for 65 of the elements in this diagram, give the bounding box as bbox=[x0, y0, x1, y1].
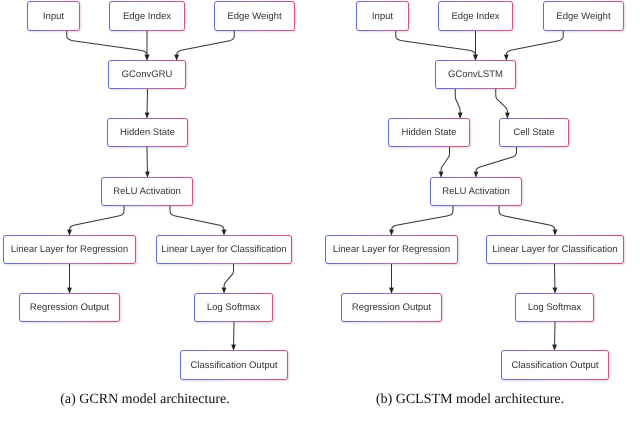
process-box bbox=[486, 235, 624, 264]
process-box bbox=[156, 235, 292, 264]
node-label: Classification Output bbox=[511, 360, 599, 370]
process-box bbox=[19, 293, 120, 322]
process-box bbox=[109, 1, 185, 31]
node-label: Linear Layer for Classification bbox=[492, 244, 618, 255]
arrow bbox=[389, 206, 454, 236]
node-label: Log Softmax bbox=[206, 302, 260, 313]
process-box bbox=[27, 1, 80, 31]
arrow bbox=[222, 264, 234, 294]
arrow bbox=[454, 88, 463, 119]
arrow bbox=[552, 264, 558, 294]
process-box bbox=[356, 1, 409, 31]
node-label: Edge Weight bbox=[227, 10, 282, 22]
process-box bbox=[3, 235, 136, 264]
process-box bbox=[543, 1, 624, 31]
process-box bbox=[501, 350, 609, 380]
figure-caption: (b) GCLSTM model architecture. bbox=[376, 392, 564, 408]
node-label: Edge Index bbox=[451, 10, 500, 22]
process-box bbox=[515, 293, 594, 322]
node-label: GConvLSTM bbox=[448, 69, 503, 80]
process-box bbox=[388, 118, 470, 147]
process-box bbox=[438, 1, 513, 31]
process-box bbox=[325, 235, 458, 264]
arrow bbox=[67, 206, 124, 236]
arrow bbox=[389, 264, 394, 294]
node-label: Linear Layer for Regression bbox=[332, 244, 450, 255]
arrow bbox=[495, 88, 510, 119]
process-box bbox=[180, 350, 288, 380]
process-box bbox=[499, 118, 569, 147]
process-box bbox=[108, 60, 186, 89]
figure-caption: (a) GCRN model architecture. bbox=[60, 392, 230, 408]
node-label: Edge Weight bbox=[556, 10, 611, 22]
node-label: Cell State bbox=[513, 127, 555, 138]
arrow bbox=[144, 88, 150, 119]
arrow bbox=[145, 146, 150, 178]
process-box bbox=[214, 1, 295, 31]
node-label: Input bbox=[372, 10, 394, 22]
arrow bbox=[473, 30, 478, 61]
node-label: GConvGRU bbox=[122, 69, 172, 80]
process-box bbox=[435, 60, 516, 89]
node-label: Edge Index bbox=[122, 10, 172, 22]
process-box bbox=[430, 177, 522, 206]
process-box bbox=[107, 118, 188, 147]
node-label: Log Softmax bbox=[528, 302, 582, 313]
arrow bbox=[67, 264, 72, 294]
node-label: ReLU Activation bbox=[442, 186, 510, 197]
node-label: Linear Layer for Classification bbox=[161, 244, 287, 255]
arrow bbox=[498, 206, 558, 236]
process-box bbox=[101, 177, 193, 206]
node-label: Linear Layer for Regression bbox=[10, 244, 128, 255]
arrow bbox=[552, 322, 557, 351]
node-label: Hidden State bbox=[402, 127, 456, 138]
arrow bbox=[474, 146, 517, 178]
node-label: Regression Output bbox=[30, 302, 110, 313]
node-label: ReLU Activation bbox=[113, 186, 181, 197]
node-label: Hidden State bbox=[120, 127, 175, 138]
node-label: Classification Output bbox=[190, 360, 278, 370]
node-label: Input bbox=[42, 10, 64, 22]
process-box bbox=[341, 293, 442, 322]
node-label: Regression Output bbox=[352, 302, 432, 313]
process-box bbox=[194, 293, 273, 322]
arrow bbox=[231, 322, 236, 351]
arrow bbox=[144, 30, 150, 61]
arrow bbox=[438, 146, 450, 178]
